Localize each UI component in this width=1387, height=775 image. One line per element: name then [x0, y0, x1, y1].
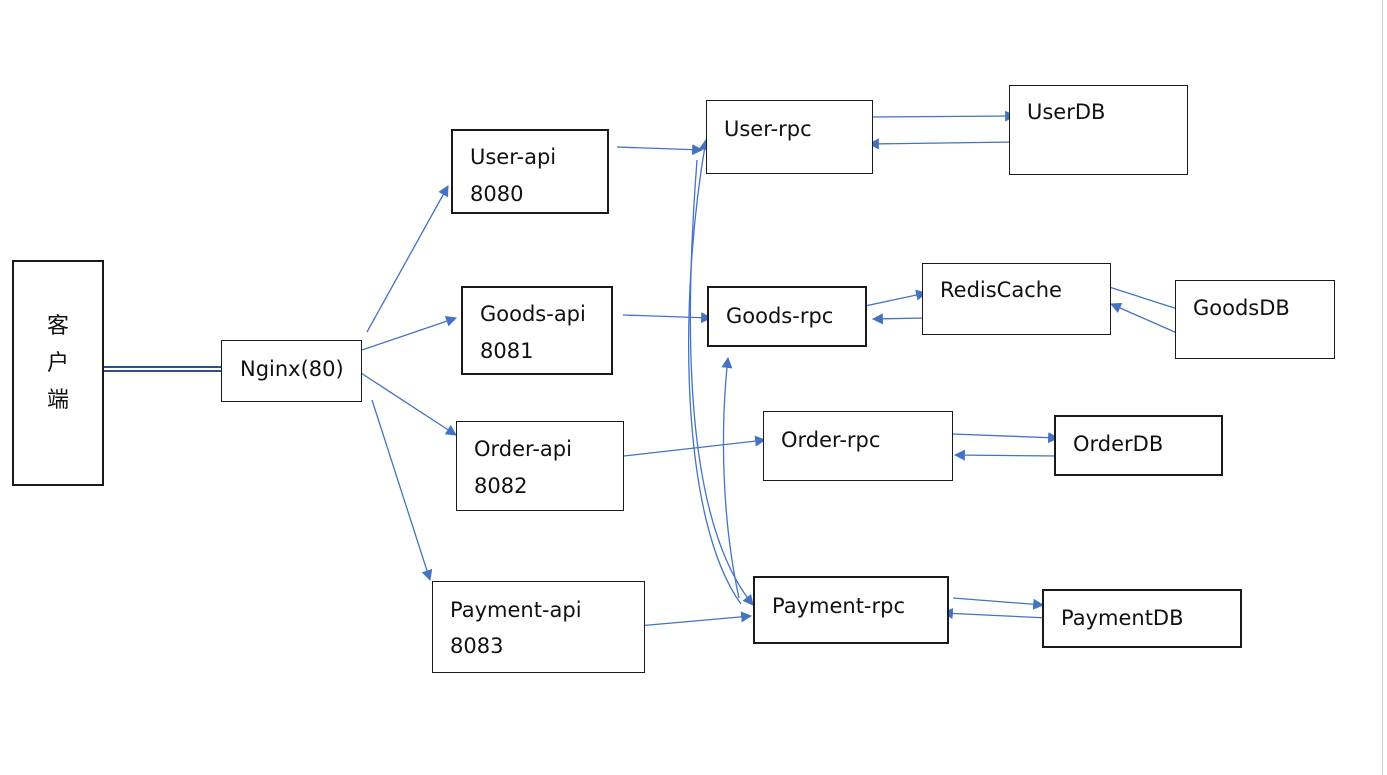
arrow-paymentdb-payment-rpc: [941, 607, 1049, 619]
paymentdb-label: PaymentDB: [1061, 606, 1184, 630]
arrow-payment-rpc-goods-rpc: [721, 356, 740, 599]
goods-api-name: Goods-api: [480, 302, 586, 326]
arrow-user-api-user-rpc: [616, 144, 704, 156]
orderdb-box: OrderDB: [1054, 415, 1223, 476]
user-rpc-label: User-rpc: [724, 117, 812, 141]
arrow-nginx-user-api: [366, 185, 449, 333]
user-api-name: User-api: [470, 145, 557, 169]
order-api-port: 8082: [474, 474, 528, 498]
arrow-orderdb-order-rpc: [953, 449, 1059, 461]
orderdb-label: OrderDB: [1073, 432, 1164, 456]
goodsdb-box: GoodsDB: [1175, 280, 1335, 359]
arrow-payment-rpc-paymentdb: [952, 597, 1045, 610]
client-char-3: 端: [46, 388, 69, 413]
arrow-goods-api-goods-rpc: [622, 312, 713, 324]
order-rpc-label: Order-rpc: [781, 428, 881, 452]
order-api-box: Order-api 8082: [456, 421, 624, 511]
client-box: 客 户 端: [12, 260, 104, 486]
arrow-goodsdb-rediscache: [1109, 302, 1178, 334]
payment-api-box: Payment-api 8083: [432, 581, 645, 673]
arrow-order-api-order-rpc: [623, 435, 767, 457]
arrow-payment-api-payment-rpc: [637, 611, 753, 627]
arrow-user-rpc-userdb: [871, 110, 1017, 122]
page-edge-line: [1382, 0, 1383, 775]
arrow-userdb-user-rpc: [867, 138, 1016, 150]
arrow-user-rpc-payment-rpc: [689, 159, 754, 606]
payment-rpc-box: Payment-rpc: [753, 576, 949, 644]
goods-rpc-box: Goods-rpc: [707, 286, 867, 347]
nginx-box: Nginx(80): [221, 340, 362, 402]
userdb-label: UserDB: [1027, 100, 1106, 124]
rediscache-label: RedisCache: [940, 278, 1062, 302]
order-rpc-box: Order-rpc: [763, 411, 953, 481]
arrow-nginx-order-api: [360, 372, 457, 436]
rediscache-box: RedisCache: [922, 263, 1111, 335]
paymentdb-box: PaymentDB: [1042, 589, 1242, 648]
goods-rpc-label: Goods-rpc: [726, 304, 834, 328]
goodsdb-label: GoodsDB: [1193, 296, 1290, 320]
payment-api-name: Payment-api: [450, 598, 582, 622]
arrow-nginx-payment-api: [371, 399, 433, 582]
user-api-port: 8080: [470, 182, 524, 206]
payment-rpc-label: Payment-rpc: [772, 594, 906, 618]
payment-api-port: 8083: [450, 634, 504, 658]
userdb-box: UserDB: [1009, 85, 1188, 175]
arrow-nginx-goods-api: [361, 315, 458, 351]
goods-api-port: 8081: [480, 339, 534, 363]
client-char-1: 客: [46, 314, 69, 339]
arrow-order-rpc-orderdb: [951, 432, 1060, 444]
arrow-goods-rpc-rediscache: [864, 289, 928, 307]
goods-api-box: Goods-api 8081: [461, 286, 613, 375]
nginx-label: Nginx(80): [240, 357, 344, 381]
client-char-2: 户: [46, 351, 69, 376]
user-api-box: User-api 8080: [451, 129, 609, 214]
order-api-name: Order-api: [474, 437, 572, 461]
arrow-payment-rpc-user-rpc: [687, 138, 742, 605]
client-label: 客 户 端: [14, 308, 102, 419]
arrow-rediscache-goods-rpc: [871, 313, 928, 325]
user-rpc-box: User-rpc: [706, 100, 873, 174]
